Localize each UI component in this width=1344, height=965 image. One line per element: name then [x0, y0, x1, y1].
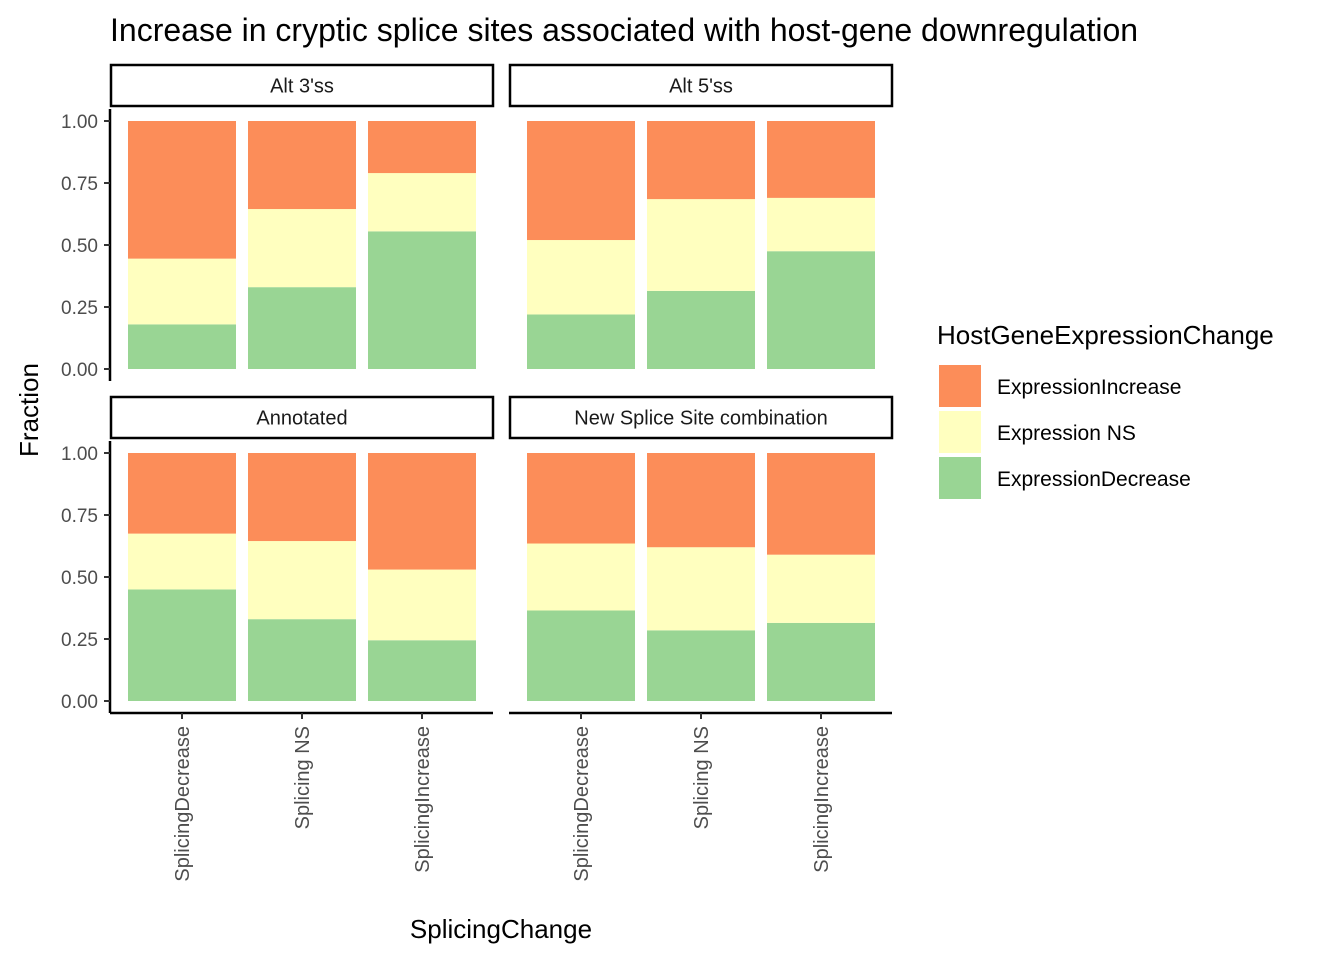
y-tick-label: 1.00: [61, 112, 98, 133]
bar-segment: [128, 324, 236, 369]
legend-label: ExpressionIncrease: [997, 376, 1181, 399]
legend-label: ExpressionDecrease: [997, 468, 1191, 491]
bar-segment: [647, 199, 755, 291]
facet-panel: Alt 3'ss 0.00 0.25 0.50 0.75 1.00: [61, 63, 495, 381]
legend-key: [939, 411, 981, 453]
bar-segment: [527, 610, 635, 701]
legend-title: HostGeneExpressionChange: [937, 320, 1274, 350]
x-axis-label: SplicingChange: [410, 914, 592, 944]
facet-panels: Alt 3'ss 0.00 0.25 0.50 0.75 1.00 Alt 5'ssAnno…: [61, 63, 894, 882]
chart-title: Increase in cryptic splice sites associa…: [110, 12, 1138, 48]
facet-strip: [109, 63, 495, 108]
y-tick-label: 0.50: [61, 236, 98, 257]
bar-segment: [527, 121, 635, 241]
y-tick-label: 0.00: [61, 692, 98, 713]
y-axis-label: Fraction: [14, 363, 44, 457]
bar-segment: [647, 453, 755, 548]
bar-segment: [527, 543, 635, 611]
bar-segment: [527, 453, 635, 544]
bar-segment: [527, 314, 635, 369]
bar-segment: [128, 453, 236, 534]
facet-strip-label: Annotated: [256, 408, 347, 430]
facet-strip-label: Alt 3'ss: [270, 76, 334, 98]
bar-segment: [647, 547, 755, 631]
x-tick-label: SplicingIncrease: [412, 726, 434, 873]
y-tick-label: 0.50: [61, 568, 98, 589]
y-tick-label: 0.25: [61, 298, 98, 319]
x-tick-label: SplicingDecrease: [172, 726, 194, 882]
bar-segment: [368, 231, 476, 369]
bar-segment: [767, 554, 875, 623]
x-tick-label: Splicing NS: [292, 726, 314, 829]
bar-segment: [248, 209, 356, 288]
y-tick-label: 0.00: [61, 360, 98, 381]
y-tick-label: 0.25: [61, 630, 98, 651]
facet-strip: [508, 63, 894, 108]
bar-segment: [767, 121, 875, 198]
bar-segment: [647, 630, 755, 701]
bar-segment: [767, 197, 875, 252]
bar-segment: [128, 589, 236, 701]
bar-segment: [647, 121, 755, 200]
facet-panel: Annotated 0.00 0.25 0.50 0.75 1.00SplicingDec…: [61, 395, 495, 882]
bar-segment: [368, 640, 476, 701]
facet-panel: New Splice Site combinationSplicingDecre…: [508, 395, 894, 882]
bar-segment: [248, 287, 356, 369]
x-tick-label: SplicingIncrease: [811, 726, 833, 873]
legend-key: [939, 457, 981, 499]
y-tick-label: 1.00: [61, 444, 98, 465]
bar-segment: [368, 121, 476, 174]
x-tick-label: Splicing NS: [691, 726, 713, 829]
legend-key: [939, 365, 981, 407]
facet-panel: Alt 5'ss: [508, 63, 894, 369]
bar-segment: [248, 541, 356, 620]
bar-segment: [527, 240, 635, 315]
bar-segment: [767, 251, 875, 369]
facet-strip: [109, 395, 495, 440]
y-tick-label: 0.75: [61, 506, 98, 527]
bar-segment: [128, 533, 236, 590]
facet-strip-label: New Splice Site combination: [574, 408, 827, 430]
bar-segment: [248, 453, 356, 542]
facet-strip-label: Alt 5'ss: [669, 76, 733, 98]
bar-segment: [128, 121, 236, 259]
bar-segment: [128, 258, 236, 325]
facet-strip: [508, 395, 894, 440]
bar-segment: [248, 121, 356, 210]
x-tick-label: SplicingDecrease: [571, 726, 593, 882]
bar-segment: [647, 290, 755, 369]
bar-segment: [368, 453, 476, 570]
bar-segment: [767, 453, 875, 555]
bar-segment: [248, 619, 356, 701]
bar-segment: [368, 569, 476, 641]
bar-segment: [368, 173, 476, 232]
y-tick-label: 0.75: [61, 174, 98, 195]
legend-label: Expression NS: [997, 422, 1136, 445]
bar-segment: [767, 622, 875, 701]
